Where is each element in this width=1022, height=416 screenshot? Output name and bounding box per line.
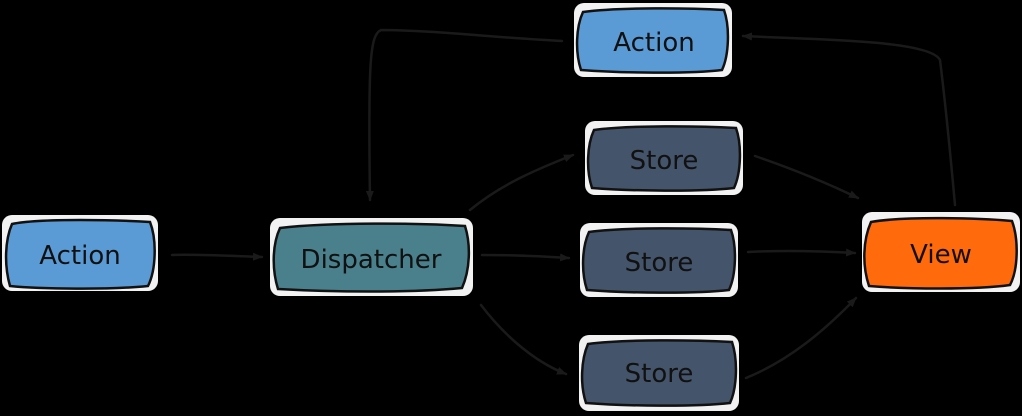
node-dispatcher: Dispatcher [270,218,473,296]
edge-dispatcher-to-store-bottom [479,303,568,376]
edge-store-mid-to-view [746,248,857,257]
node-store-mid-label: Store [625,248,694,278]
node-store-top-label: Store [630,146,699,176]
node-store-top-box [586,125,742,192]
node-view: View [862,212,1020,292]
node-view-box [863,216,1018,290]
node-store-top: Store [585,121,743,195]
edge-action-top-to-dispatcher [365,28,564,202]
edge-store-top-to-view [753,154,860,200]
node-store-bottom-box [580,339,738,407]
edge-dispatcher-to-store-top [468,153,575,212]
node-store-mid-box [581,227,737,294]
node-store-mid: Store [580,223,738,297]
node-action-top: Action [574,3,732,77]
edge-dispatcher-to-store-mid [480,253,571,262]
edge-action-left-to-dispatcher [170,252,264,261]
node-action-left-label: Action [39,241,120,271]
node-dispatcher-box [272,222,471,293]
node-action-left: Action [2,215,158,291]
node-store-bottom-label: Store [625,359,694,389]
node-action-top-label: Action [613,28,694,58]
node-dispatcher-label: Dispatcher [301,245,442,275]
edge-view-to-action-top [741,32,957,207]
node-action-top-box [575,7,730,74]
edge-store-bottom-to-view [744,296,858,380]
node-view-label: View [910,240,972,270]
edge-layer [170,28,957,380]
node-action-left-box [4,218,156,290]
node-store-bottom: Store [579,335,739,411]
